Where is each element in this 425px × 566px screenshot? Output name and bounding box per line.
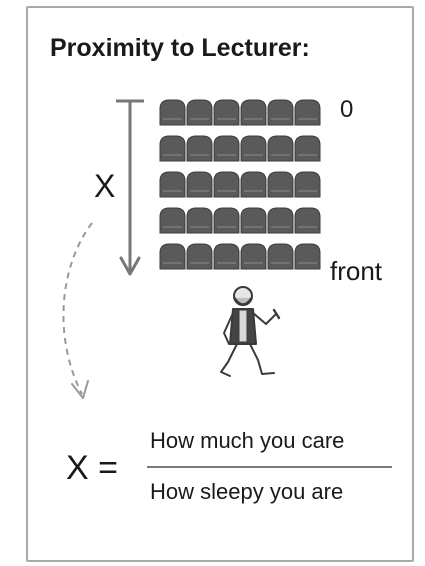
seat: [268, 136, 293, 161]
distance-arrow: [116, 101, 144, 274]
seat: [160, 172, 185, 197]
seat-row: [160, 208, 320, 233]
fraction-bar: [147, 466, 392, 468]
seat: [187, 136, 212, 161]
top-label-zero: 0: [340, 96, 353, 124]
seat: [295, 172, 320, 197]
seat: [241, 172, 266, 197]
seat: [295, 208, 320, 233]
seat: [241, 100, 266, 125]
seat: [214, 136, 239, 161]
seat: [214, 172, 239, 197]
axis-label-x: X: [94, 168, 115, 205]
seat-row: [160, 136, 320, 161]
bottom-label-front: front: [330, 256, 382, 287]
seat: [295, 244, 320, 269]
seat: [268, 244, 293, 269]
seat: [268, 208, 293, 233]
seat: [187, 244, 212, 269]
lecturer-figure: [221, 287, 279, 376]
seat: [214, 244, 239, 269]
seating-grid: [160, 100, 320, 269]
seat: [214, 208, 239, 233]
seat: [295, 136, 320, 161]
seat: [160, 136, 185, 161]
seat: [187, 208, 212, 233]
seat: [187, 100, 212, 125]
seat: [187, 172, 212, 197]
seat-row: [160, 172, 320, 197]
seat: [160, 244, 185, 269]
equation-numerator: How much you care: [150, 428, 344, 454]
seat: [268, 100, 293, 125]
seat: [241, 208, 266, 233]
seat: [160, 100, 185, 125]
seat-row: [160, 244, 320, 269]
seat-row: [160, 100, 320, 125]
equation-lhs: X =: [66, 449, 118, 488]
seat: [295, 100, 320, 125]
dashed-curve-arrow: [63, 223, 92, 398]
equation-denominator: How sleepy you are: [150, 479, 343, 505]
seat: [214, 100, 239, 125]
seat: [241, 244, 266, 269]
seat: [160, 208, 185, 233]
seat: [268, 172, 293, 197]
seat: [241, 136, 266, 161]
